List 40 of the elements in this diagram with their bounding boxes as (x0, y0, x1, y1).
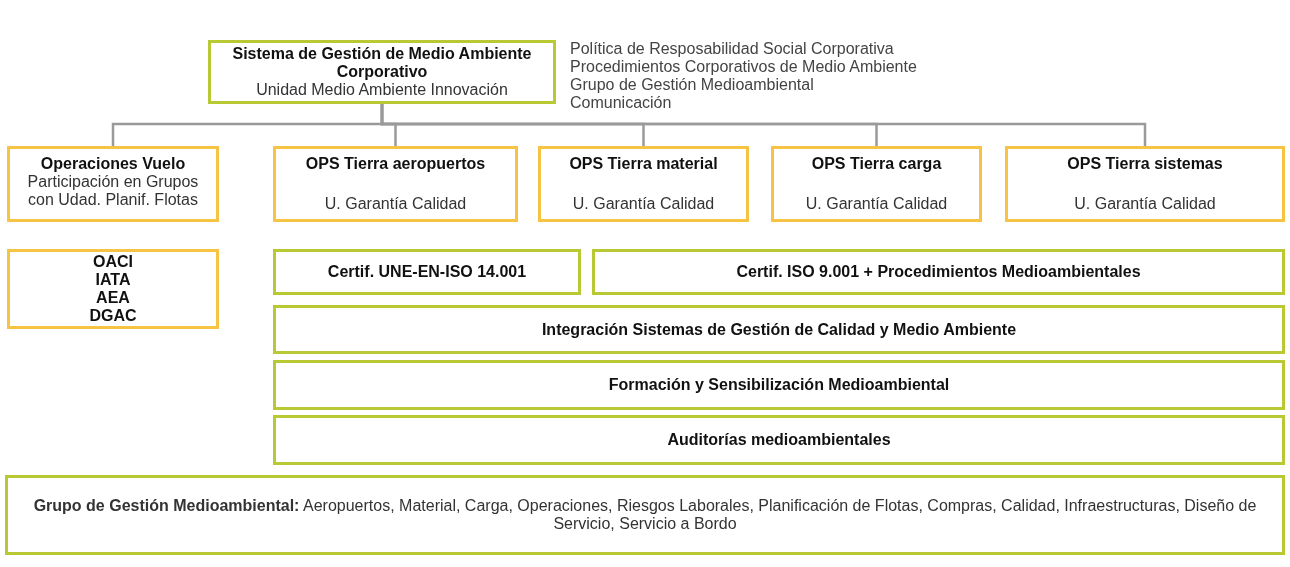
org-box (208, 40, 556, 104)
note-text: Política de Resposabilidad Social Corporativa (570, 40, 895, 58)
box-title: Certif. UNE-EN-ISO 14.001 (327, 263, 527, 281)
box-title: OPS Tierra sistemas (1067, 155, 1223, 173)
org-box (273, 146, 518, 222)
connector-line (380, 104, 1147, 146)
org-box (592, 249, 1285, 295)
box-title: OACI (93, 253, 133, 271)
box-title: Formación y Sensibilización Medioambiental (608, 376, 950, 394)
box-text: Participación en Grupos con Udad. Planif. Flotas (26, 173, 200, 209)
box-title: OPS Tierra carga (811, 155, 942, 173)
box-title: OPS Tierra material (569, 155, 718, 173)
box-title: Sistema de Gestión de Medio Ambiente Corporativo (231, 45, 533, 81)
note-text: Grupo de Gestión Medioambiental (570, 76, 815, 94)
box-text: Grupo de Gestión Medioambiental: Aeropuertos, Material, Carga, Operaciones, Riesgos Laborales, Planificación de Flotas, Compras, Calidad, Infraestructuras, Diseño de Servicio, Servicio a Bordo (32, 497, 1258, 533)
org-box (5, 475, 1285, 555)
box-text: Unidad Medio Ambiente Innovación (256, 81, 508, 99)
org-box (7, 146, 219, 222)
box-title: Integración Sistemas de Gestión de Calidad y Medio Ambiente (541, 320, 1017, 339)
box-text: U. Garantía Calidad (324, 195, 467, 213)
box-text: U. Garantía Calidad (572, 195, 715, 213)
org-box (538, 146, 749, 222)
box-title: Operaciones Vuelo (40, 155, 186, 173)
box-title: OPS Tierra aeropuertos (305, 155, 486, 173)
box-title: IATA (95, 271, 131, 289)
note-text: Comunicación (570, 94, 673, 112)
org-box (273, 305, 1285, 354)
org-box (771, 146, 982, 222)
box-text: U. Garantía Calidad (805, 195, 948, 213)
box-text: U. Garantía Calidad (1074, 195, 1216, 213)
box-title: DGAC (89, 307, 137, 325)
box-title: Certif. ISO 9.001 + Procedimientos Medioambientales (736, 263, 1141, 281)
note-text: Procedimientos Corporativos de Medio Ambiente (570, 58, 917, 76)
org-box (7, 249, 219, 329)
org-box (273, 415, 1285, 465)
box-title: Auditorías medioambientales (667, 431, 891, 449)
org-box (273, 249, 581, 295)
org-box (273, 360, 1285, 410)
org-box (1005, 146, 1285, 222)
box-title: AEA (96, 289, 130, 307)
